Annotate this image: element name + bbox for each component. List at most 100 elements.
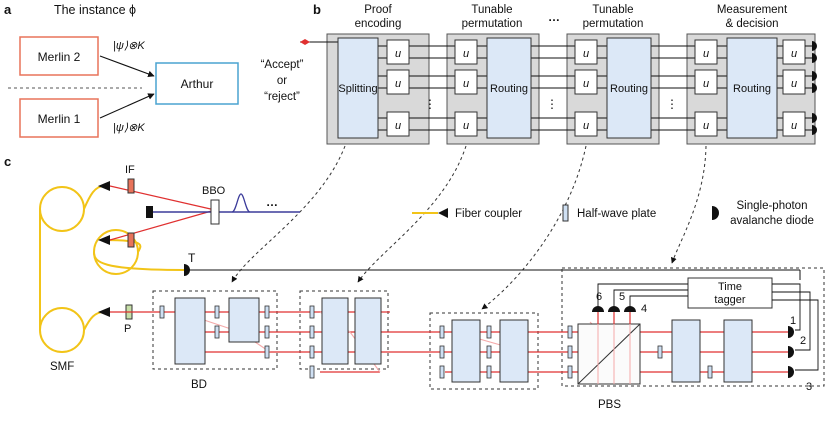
stage-2-title-2: permutation <box>462 18 523 30</box>
u-label: u <box>395 120 401 132</box>
connector-4 <box>670 145 707 264</box>
decision-line-1: “Accept” <box>261 59 304 71</box>
stage-ellipsis: … <box>548 10 560 24</box>
u-label: u <box>583 120 589 132</box>
detector-6-icon <box>592 306 604 312</box>
routing-block-3 <box>726 37 778 139</box>
legend-half-wave-plate: Half-wave plate <box>577 208 656 220</box>
fiber-coupler-icon <box>98 307 110 317</box>
merlin-2-box <box>19 36 99 76</box>
merlin-1-box <box>19 98 99 138</box>
panel-b: b Proof encoding Tunable permutation Tun… <box>300 2 817 145</box>
u-stage-2: u u u <box>454 39 478 137</box>
vdots-2: ⋮ <box>546 97 558 111</box>
detector-label-6: 6 <box>596 291 602 303</box>
u-box <box>386 39 410 65</box>
panel-b-detectors <box>812 41 817 135</box>
routing-label-2: Routing <box>610 83 648 95</box>
u-box <box>574 39 598 65</box>
u-stage-3: u u u <box>574 39 598 137</box>
connector-3 <box>481 145 587 310</box>
module-boxes <box>152 267 825 390</box>
detector-1-icon <box>788 326 794 338</box>
vdots-1: ⋮ <box>424 97 436 111</box>
panel-a: a The instance ϕ Merlin 2 Merlin 1 Arthu… <box>4 2 304 138</box>
u-label: u <box>463 78 469 90</box>
detector-label-5: 5 <box>619 291 625 303</box>
merlin-1-label: Merlin 1 <box>38 112 81 126</box>
input-photon <box>300 39 310 45</box>
u-stage-1: u u u <box>386 39 410 137</box>
u-box <box>574 69 598 95</box>
stage-4-title-1: Measurement <box>717 4 788 16</box>
decision-line-2: or <box>277 75 287 87</box>
u-box <box>454 69 478 95</box>
u-label: u <box>703 48 709 60</box>
detector-icon <box>812 125 817 135</box>
u-stage-4b: u u u <box>782 39 806 137</box>
u-label: u <box>583 78 589 90</box>
stage-2-title-1: Tunable <box>471 4 512 16</box>
u-box <box>386 111 410 137</box>
panel-b-letter: b <box>313 2 321 17</box>
detector-icon <box>812 71 817 81</box>
label-bd: BD <box>191 379 207 391</box>
u-stage-4a: u u u <box>694 39 718 137</box>
beam-block <box>146 206 153 218</box>
routing-label-3: Routing <box>733 83 771 95</box>
arrow-merlin-2 <box>99 55 155 78</box>
u-box <box>694 111 718 137</box>
tagger-cables <box>597 283 819 371</box>
detector-label-1: 1 <box>790 315 796 327</box>
arthur-box <box>155 62 239 105</box>
u-box <box>694 39 718 65</box>
legend-spad-icon <box>712 206 719 220</box>
pbs-cube <box>577 323 641 385</box>
interference-filter <box>127 232 135 248</box>
u-box <box>782 111 806 137</box>
time-tagger-label-1: Time <box>718 281 742 293</box>
fiber-coupler-icon <box>98 235 110 245</box>
u-box <box>386 69 410 95</box>
state-bottom: |ψ⟩⊗K <box>113 122 145 134</box>
panel-b-detector-leads <box>805 45 812 131</box>
legend-spad-1: Single-photon <box>737 200 808 212</box>
stage-1-title-1: Proof <box>364 4 392 16</box>
u-label: u <box>703 78 709 90</box>
routing-block-1 <box>486 37 532 139</box>
u-label: u <box>463 48 469 60</box>
time-tagger-label-2: tagger <box>714 294 746 306</box>
detector-5-icon <box>608 306 620 312</box>
u-box <box>454 111 478 137</box>
u-label: u <box>791 120 797 132</box>
detector-3-icon <box>788 366 794 378</box>
fiber-coils <box>39 185 185 353</box>
u-box <box>782 39 806 65</box>
detector-4-icon <box>624 306 636 312</box>
output-detectors <box>788 326 794 378</box>
connector-2 <box>357 145 467 283</box>
panel-a-title: The instance ϕ <box>54 3 136 17</box>
time-tagger-box <box>687 277 773 309</box>
detector-2-icon <box>788 346 794 358</box>
detector-label-4: 4 <box>641 303 647 315</box>
u-label: u <box>791 48 797 60</box>
u-box <box>782 69 806 95</box>
upper-detectors <box>592 306 636 312</box>
panel-a-letter: a <box>4 2 12 17</box>
panel-c-letter: c <box>4 154 11 169</box>
vdots-3: ⋮ <box>666 97 678 111</box>
u-box <box>454 39 478 65</box>
pump-pulse-icon <box>231 193 251 213</box>
u-label: u <box>395 48 401 60</box>
label-pbs: PBS <box>598 399 621 411</box>
bbo-crystal <box>210 199 220 225</box>
decision-line-3: “reject” <box>264 91 300 103</box>
arrow-merlin-1 <box>99 93 155 119</box>
u-label: u <box>583 48 589 60</box>
stage-3-title-1: Tunable <box>592 4 633 16</box>
label-if: IF <box>125 164 135 176</box>
detector-icon <box>812 83 817 93</box>
detector-label-2: 2 <box>800 335 806 347</box>
